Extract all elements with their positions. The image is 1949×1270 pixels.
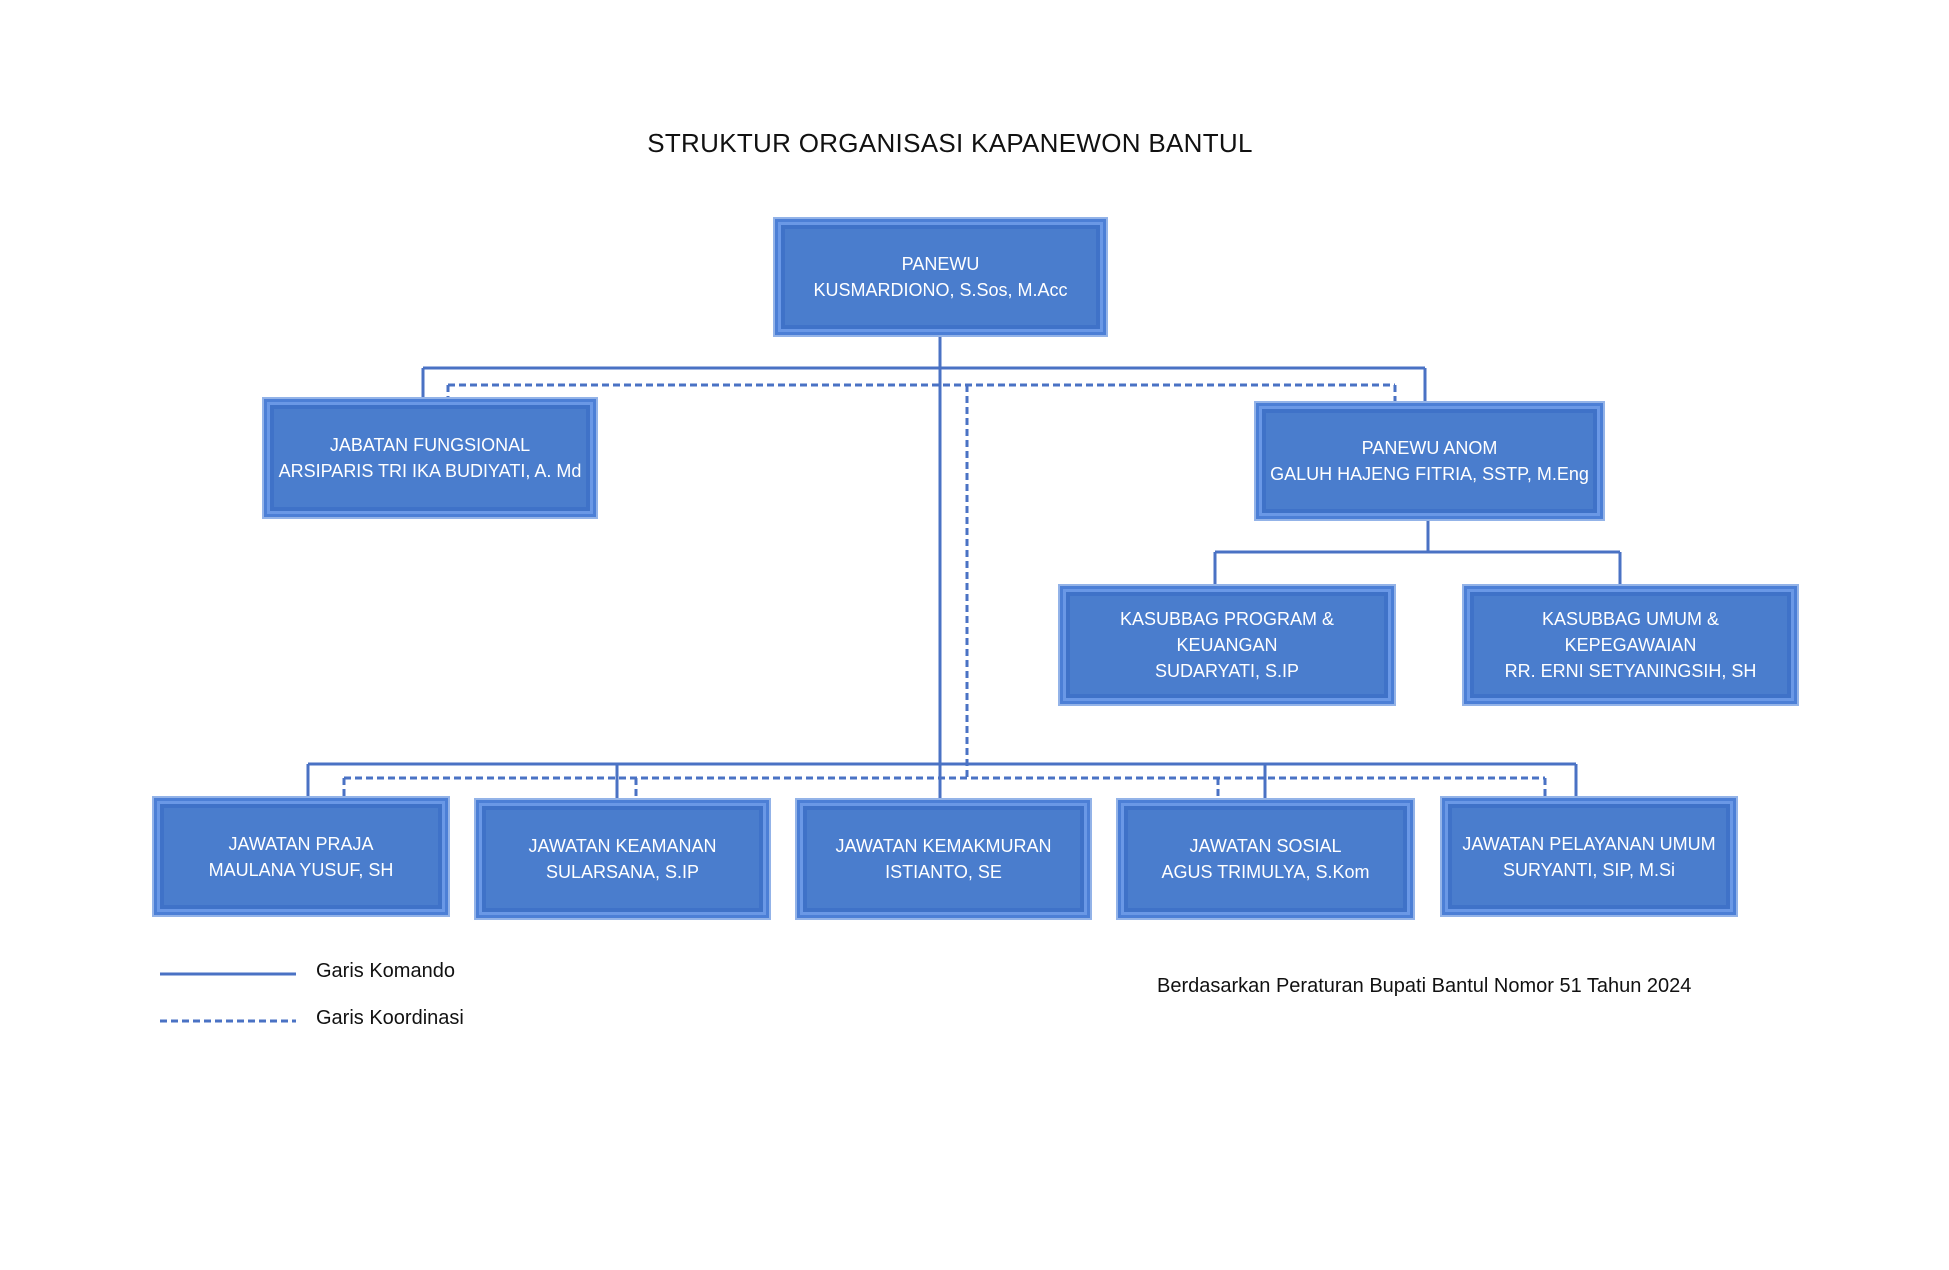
jawatan-pelayanan-umum-box: JAWATAN PELAYANAN UMUM SURYANTI, SIP, M.… [1440,796,1738,917]
jabatan-fungsional-title: JABATAN FUNGSIONAL [329,435,531,455]
kasubbag-program-line2: KEUANGAN [1176,635,1278,655]
legend-koordinasi-label: Garis Koordinasi [316,1007,464,1029]
panewu-anom-title: PANEWU ANOM [1361,438,1498,458]
panewu-name: KUSMARDIONO, S.Sos, M.Acc [813,280,1068,300]
kasubbag-program-box: KASUBBAG PROGRAM & KEUANGAN SUDARYATI, S… [1058,584,1396,706]
kasubbag-program-name: SUDARYATI, S.IP [1154,661,1300,681]
jawatan-kemakmuran-name: ISTIANTO, SE [885,862,1002,882]
panewu-box: PANEWU KUSMARDIONO, S.Sos, M.Acc [773,217,1108,337]
jabatan-fungsional-box: JABATAN FUNGSIONAL ARSIPARIS TRI IKA BUD… [262,397,598,519]
kasubbag-umum-box: KASUBBAG UMUM & KEPEGAWAIAN RR. ERNI SET… [1462,584,1799,706]
jawatan-praja-box: JAWATAN PRAJA MAULANA YUSUF, SH [152,796,450,917]
jawatan-pelayanan-umum-name: SURYANTI, SIP, M.Si [1502,859,1676,880]
jawatan-sosial-box: JAWATAN SOSIAL AGUS TRIMULYA, S.Kom [1116,798,1415,920]
kasubbag-umum-line1: KASUBBAG UMUM & [1541,609,1720,629]
legend-komando-label: Garis Komando [316,960,455,982]
panewu-anom-box: PANEWU ANOM GALUH HAJENG FITRIA, SSTP, M… [1254,401,1605,521]
jabatan-fungsional-name: ARSIPARIS TRI IKA BUDIYATI, A. Md [278,461,582,481]
jawatan-keamanan-box: JAWATAN KEAMANAN SULARSANA, S.IP [474,798,771,920]
jawatan-praja-title: JAWATAN PRAJA [228,833,374,854]
jawatan-praja-name: MAULANA YUSUF, SH [208,859,394,880]
jawatan-sosial-title: JAWATAN SOSIAL [1189,836,1342,856]
jawatan-sosial-name: AGUS TRIMULYA, S.Kom [1161,862,1370,882]
panewu-anom-name: GALUH HAJENG FITRIA, SSTP, M.Eng [1270,464,1589,484]
jawatan-kemakmuran-box: JAWATAN KEMAKMURAN ISTIANTO, SE [795,798,1092,920]
jawatan-pelayanan-umum-title: JAWATAN PELAYANAN UMUM [1462,833,1716,854]
panewu-title: PANEWU [901,254,980,274]
jawatan-keamanan-title: JAWATAN KEAMANAN [528,836,717,856]
regulation-note: Berdasarkan Peraturan Bupati Bantul Nomo… [1157,975,1692,997]
jawatan-keamanan-name: SULARSANA, S.IP [545,862,700,882]
jawatan-kemakmuran-title: JAWATAN KEMAKMURAN [835,836,1052,856]
kasubbag-umum-name: RR. ERNI SETYANINGSIH, SH [1504,661,1757,681]
kasubbag-program-line1: KASUBBAG PROGRAM & [1119,609,1335,629]
kasubbag-umum-line2: KEPEGAWAIAN [1564,635,1697,655]
chart-title: STRUKTUR ORGANISASI KAPANEWON BANTUL [647,128,1253,158]
